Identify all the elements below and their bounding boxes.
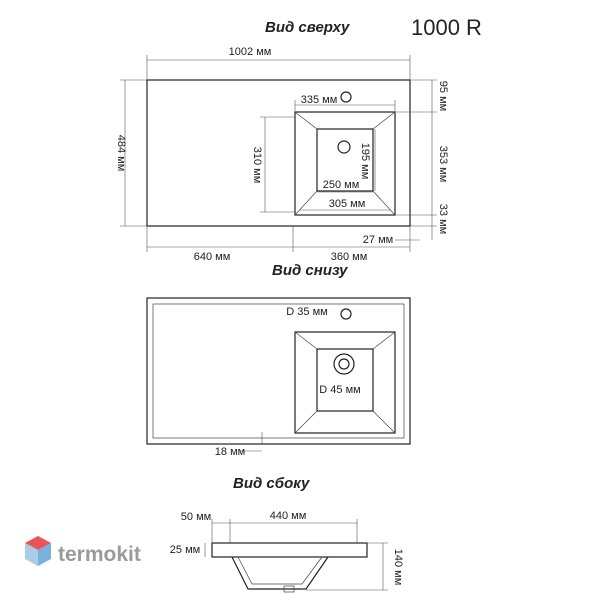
top-view-title: Вид сверху bbox=[265, 19, 350, 36]
bottom-view-drawing bbox=[146, 297, 411, 452]
top-bowl-outer bbox=[294, 111, 396, 216]
bottom-countertop-outline bbox=[146, 297, 411, 445]
top-countertop-outline bbox=[146, 79, 411, 227]
top-tap-hole bbox=[340, 91, 352, 103]
cube-icon bbox=[25, 536, 51, 566]
model-label: 1000 R bbox=[411, 15, 482, 40]
dim-total-width: 1002 мм bbox=[229, 46, 272, 58]
dim-bowl-depth: 353 мм bbox=[437, 146, 449, 183]
top-drain-circle bbox=[337, 140, 351, 154]
side-view-title: Вид сбоку bbox=[233, 475, 310, 492]
dim-thickness: 18 мм bbox=[215, 446, 245, 458]
side-view-drawing bbox=[204, 519, 388, 593]
dim-drain: D 45 мм bbox=[319, 384, 360, 396]
dim-top-gap: 95 мм bbox=[437, 81, 449, 111]
dim-bowl-inner-width: 250 мм bbox=[323, 179, 360, 191]
bottom-bowl-inner bbox=[316, 348, 374, 412]
dim-side-offset: 50 мм bbox=[181, 511, 211, 523]
top-view-drawing bbox=[120, 55, 437, 252]
dim-left-part: 640 мм bbox=[194, 251, 231, 263]
side-slab bbox=[211, 542, 368, 558]
dim-bowl-depth-small: 195 мм bbox=[359, 143, 371, 180]
bottom-bowl-outer bbox=[294, 331, 396, 434]
bottom-drain-inner bbox=[338, 358, 350, 370]
brand-logo: termokit bbox=[25, 536, 141, 566]
bottom-view-title: Вид снизу bbox=[272, 262, 348, 279]
bottom-tap-hole bbox=[340, 308, 352, 320]
dim-bowl-outer-width: 335 мм bbox=[301, 94, 338, 106]
dim-side-slab: 25 мм bbox=[170, 544, 200, 556]
dim-side-width: 440 мм bbox=[270, 510, 307, 522]
dim-bottom-gap: 33 мм bbox=[437, 204, 449, 234]
brand-name: termokit bbox=[58, 543, 141, 566]
bottom-inner-rim bbox=[152, 303, 405, 439]
top-bowl-inner bbox=[316, 128, 374, 192]
dim-edge: 27 мм bbox=[363, 234, 393, 246]
dim-depth: 484 мм bbox=[115, 135, 127, 172]
side-bowl-body bbox=[231, 556, 329, 590]
bottom-drain-outer bbox=[333, 353, 355, 375]
dim-right-part: 360 мм bbox=[331, 251, 368, 263]
dim-bowl-inner-depth: 310 мм bbox=[251, 147, 263, 184]
dim-bowl-bottom-width: 305 мм bbox=[329, 198, 366, 210]
dim-side-height: 140 мм bbox=[392, 549, 404, 586]
dim-tap-hole: D 35 мм bbox=[286, 306, 327, 318]
